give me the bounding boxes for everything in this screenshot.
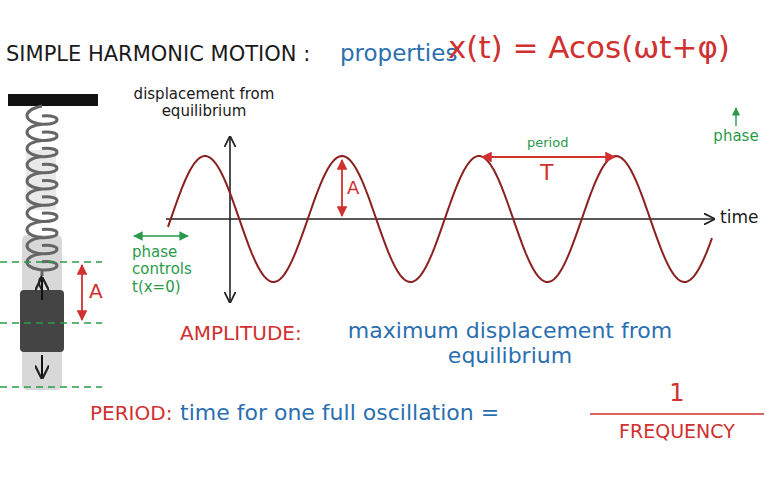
ceiling-bar [8,94,98,106]
equation: x(t) = Acos(ωt+φ) [448,30,730,66]
y-axis [229,300,231,302]
x-axis [166,218,714,220]
amplitude-symbol: A [89,280,103,303]
phase-pointer [735,108,736,126]
axis-label: time [720,208,758,228]
phase-label: phase [713,128,758,145]
dashed-line [0,322,102,323]
definition: maximum displacement from equilibrium [320,318,700,369]
dashed-line [0,386,102,387]
sine-wave [168,156,712,282]
period-arrow [482,156,615,158]
axis-label: displacement from equilibrium [128,86,280,121]
phase-arrow [134,235,188,237]
phase-note: phase controls t(x=0) [132,244,232,296]
motion-arrow [41,355,43,378]
dashed-line [0,261,102,262]
fraction-numerator: 1 [669,380,684,408]
period-symbol: T [540,160,553,185]
spring [27,106,57,276]
subtitle: properties [340,40,457,66]
definition: time for one full oscillation = [180,400,499,425]
amplitude-arrow [341,160,343,216]
term-heading: AMPLITUDE: [180,322,302,345]
amplitude-arrow [81,265,83,320]
period-label: period [527,136,568,151]
fraction-denominator: FREQUENCY [619,421,735,443]
title: SIMPLE HARMONIC MOTION : [6,42,310,66]
term-heading: PERIOD: [90,402,172,425]
fraction-bar [590,413,764,415]
motion-arrow [41,278,43,300]
amplitude-symbol: A [347,178,359,199]
